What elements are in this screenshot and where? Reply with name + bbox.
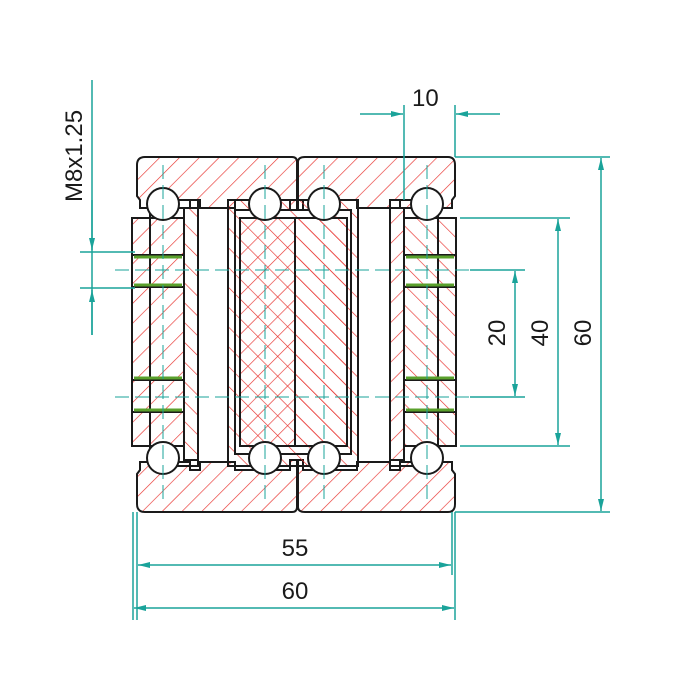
bottom-rail-right — [297, 459, 456, 513]
bottom-rail — [136, 459, 456, 513]
center-carriage — [227, 199, 359, 467]
dimension-lines — [80, 80, 610, 620]
right-carriage — [389, 199, 457, 467]
pitch-label: 10 — [412, 85, 439, 112]
seal-strips — [134, 255, 454, 412]
height-mid-label: 40 — [527, 320, 554, 347]
thread-label: M8x1.25 — [61, 110, 88, 202]
width-inner-label: 55 — [282, 535, 309, 562]
width-total-label: 60 — [282, 578, 309, 605]
height-inner-label: 20 — [484, 320, 511, 347]
height-total-label: 60 — [570, 320, 597, 347]
center-lines — [115, 165, 470, 505]
left-carriage — [131, 199, 199, 467]
